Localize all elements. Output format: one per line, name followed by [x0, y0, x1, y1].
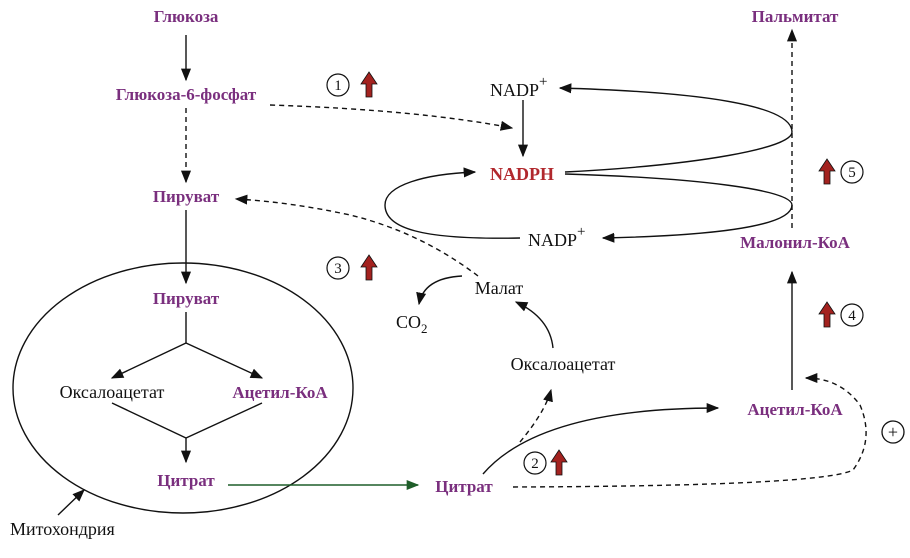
arrow-oxaloacetate-merge: [111, 402, 187, 439]
step-number-circle: [523, 451, 547, 475]
label-acetylcoa-mito: Ацетил-КоА: [232, 383, 328, 402]
label-palmitate: Пальмитат: [752, 7, 839, 26]
arrow-to-oxaloacetate-mito: [110, 342, 187, 379]
arrow-citrate-activation: [512, 372, 867, 488]
label-glucose: Глюкоза: [154, 7, 219, 26]
label-co2: CO2: [396, 312, 428, 336]
step-number: 4: [848, 308, 856, 324]
step-4: 4: [818, 301, 864, 328]
arrow-nadph-to-nadp-top: [558, 83, 793, 173]
label-acetylcoa-cytosol: Ацетил-КоА: [747, 400, 843, 419]
label-mitochondria: Митохондрия: [10, 519, 115, 539]
arrow-malate-to-co2: [416, 275, 463, 306]
arrow-mitochondria-pointer: [57, 489, 85, 516]
label-nadp-top: NADP+: [490, 74, 547, 100]
up-arrow-icon: [818, 158, 836, 185]
arrow-citrate-to-oxaloacetate: [519, 388, 553, 443]
step-2: 2: [523, 449, 568, 476]
up-arrow-icon: [550, 449, 568, 476]
label-pyruvate-cytosol: Пируват: [153, 187, 220, 206]
step-number-circle: [326, 256, 350, 280]
label-oxaloacetate-mito: Оксалоацетат: [60, 382, 165, 402]
label-glucose-6-phosphate: Глюкоза-6-фосфат: [116, 85, 257, 104]
label-malonylcoa: Малонил-КоА: [740, 233, 851, 252]
label-citrate-mito: Цитрат: [157, 471, 215, 490]
label-pyruvate-mito: Пируват: [153, 289, 220, 308]
label-nadp-bottom: NADP+: [528, 224, 585, 250]
arrow-g6p-to-nadph: [269, 104, 514, 131]
up-arrow-icon: [818, 301, 836, 328]
step-number: 2: [531, 456, 539, 472]
mitochondria-membrane: [12, 262, 354, 514]
activation-plus: +: [888, 422, 898, 442]
arrow-malic-enzyme-loop: [384, 167, 521, 239]
arrow-acetylcoa-merge: [185, 402, 263, 439]
label-malate: Малат: [475, 278, 524, 298]
step-number-circle: [840, 160, 864, 184]
up-arrow-icon: [360, 71, 378, 98]
label-nadph: NADPH: [490, 164, 554, 184]
label-oxaloacetate-cytosol: Оксалоацетат: [511, 354, 616, 374]
arrow-malate-to-pyruvate: [234, 194, 479, 277]
arrow-oxaloacetate-to-malate: [514, 301, 554, 349]
arrow-citrate-to-acetylcoa: [482, 402, 720, 475]
step-number: 3: [334, 261, 342, 277]
step-number: 1: [334, 78, 342, 94]
step-number: 5: [848, 165, 856, 181]
step-5: 5: [818, 158, 864, 185]
up-arrow-icon: [360, 254, 378, 281]
arrow-to-acetylcoa-mito: [185, 342, 264, 379]
step-1: 1: [326, 71, 378, 98]
arrow-nadph-to-nadp-bottom: [564, 173, 793, 243]
activation-sign: +: [881, 420, 905, 444]
step-3: 3: [326, 254, 378, 281]
label-citrate-cytosol: Цитрат: [435, 477, 493, 496]
step-number-circle: [840, 303, 864, 327]
step-number-circle: [326, 73, 350, 97]
